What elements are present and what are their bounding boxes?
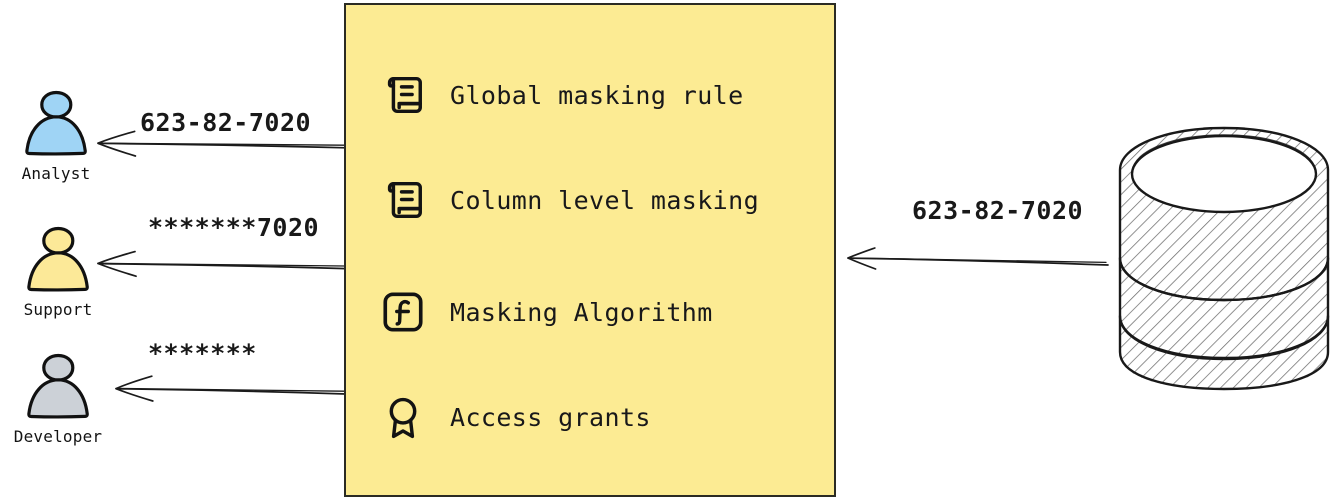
policy-item-column-level-masking[interactable]: Column level masking xyxy=(380,172,759,228)
arrow-left-icon xyxy=(97,250,347,278)
function-icon xyxy=(383,292,423,332)
actor-analyst[interactable]: Analyst xyxy=(4,82,108,183)
policy-item-label: Column level masking xyxy=(450,185,760,215)
actor-developer[interactable]: Developer xyxy=(6,345,110,446)
arrow-left-icon xyxy=(115,375,347,402)
policy-item-label: Access grants xyxy=(450,402,651,432)
actor-label: Developer xyxy=(13,427,103,446)
flow-label-source: 623-82-7020 xyxy=(912,196,1084,225)
policy-item-global-masking-rule[interactable]: Global masking rule xyxy=(380,67,744,123)
scroll-icon xyxy=(387,76,422,114)
person-icon xyxy=(27,226,89,292)
arrow-left-icon xyxy=(847,247,1109,270)
policy-item-masking-algorithm[interactable]: Masking Algorithm xyxy=(380,284,713,340)
person-icon xyxy=(25,90,87,156)
award-ribbon-icon xyxy=(389,397,417,439)
person-icon xyxy=(27,353,89,419)
database-cylinder-icon xyxy=(1118,126,1330,391)
actor-label: Analyst xyxy=(21,164,91,183)
flow-label-analyst: 623-82-7020 xyxy=(140,108,312,137)
scroll-icon xyxy=(387,181,422,219)
policy-item-label: Masking Algorithm xyxy=(450,297,713,327)
flow-label-developer: ******* xyxy=(148,339,257,368)
flow-label-support: *******7020 xyxy=(148,213,320,242)
policy-item-access-grants[interactable]: Access grants xyxy=(380,389,651,445)
masking-policy-list: Global masking rule Column level masking xyxy=(346,5,834,495)
database-source[interactable] xyxy=(1108,118,1340,396)
masking-policy-box: Global masking rule Column level masking xyxy=(344,3,836,497)
actor-label: Support xyxy=(23,300,93,319)
arrow-left-icon xyxy=(97,130,347,157)
actor-support[interactable]: Support xyxy=(6,218,110,319)
policy-item-label: Global masking rule xyxy=(450,80,744,110)
